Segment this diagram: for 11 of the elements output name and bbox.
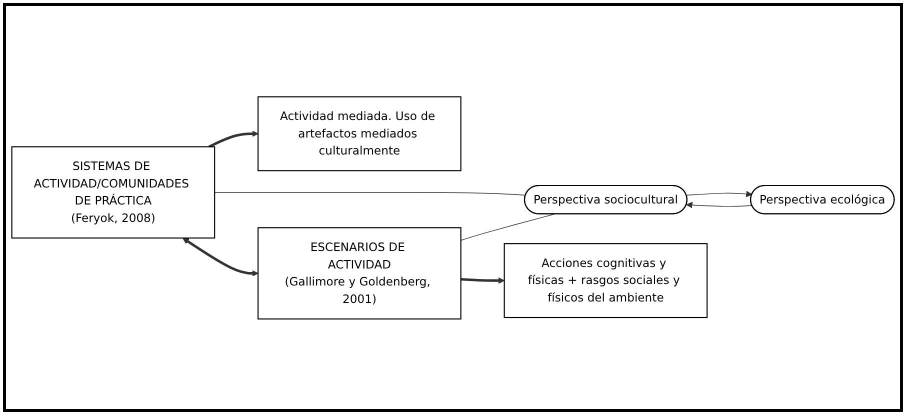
node-box: Actividad mediada. Uso de artefactos mediados culturalmente <box>258 96 462 171</box>
node-box: Acciones cognitivas y físicas + rasgos sociales y físicos del ambiente <box>504 242 708 318</box>
arrow <box>460 277 505 284</box>
arrow <box>686 201 752 208</box>
arrow <box>686 190 752 197</box>
node-box: ESCENARIOS DE ACTIVIDAD (Gallimore y Goldenberg, 2001) <box>258 226 462 320</box>
connector <box>460 213 555 240</box>
arrow <box>208 130 258 148</box>
connector <box>214 192 526 196</box>
arrow <box>182 238 258 276</box>
node-box: SISTEMAS DE ACTIVIDAD/COMUNIDADES DE PRÁCTICA (Feryok, 2008) <box>11 146 216 238</box>
